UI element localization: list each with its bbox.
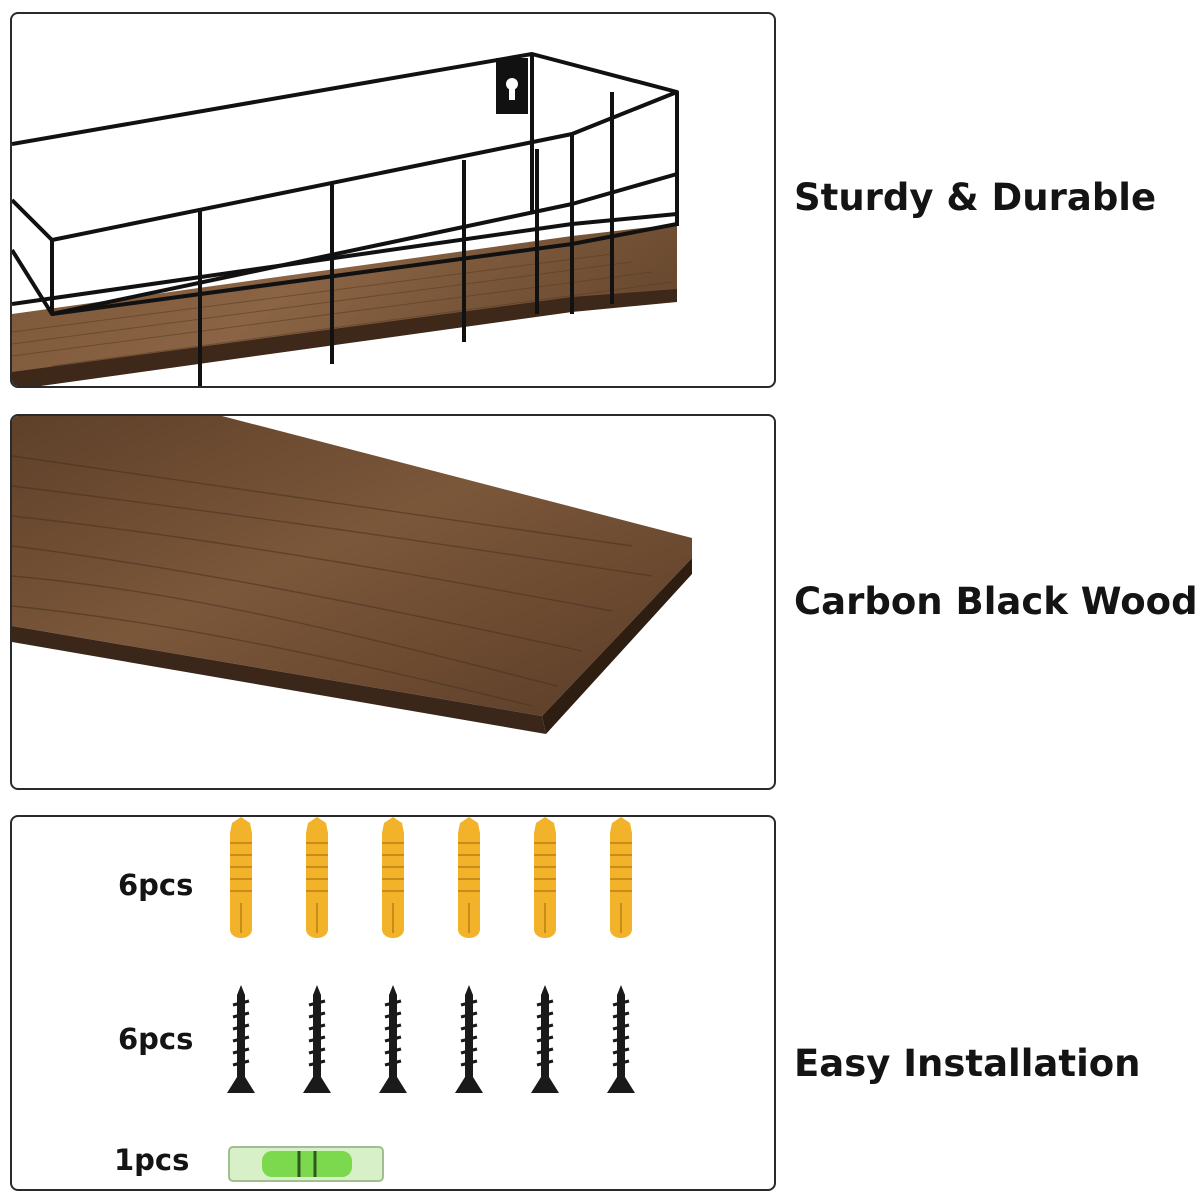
wood-board-image <box>12 416 692 734</box>
spirit-level-quantity: 1pcs <box>114 1143 190 1177</box>
panel-wood-board <box>10 414 776 790</box>
spirit-level <box>228 1146 384 1182</box>
caption-sturdy-durable: Sturdy & Durable <box>794 176 1157 219</box>
screw-quantity: 6pcs <box>118 1022 194 1056</box>
wire-basket-shelf-image <box>12 52 679 386</box>
caption-easy-installation: Easy Installation <box>794 1042 1141 1085</box>
caption-carbon-black-wood: Carbon Black Wood <box>794 580 1198 623</box>
anchor-row <box>229 817 633 939</box>
panel-basket-shelf <box>10 12 776 388</box>
panel-installation-kit <box>10 815 776 1191</box>
screw-row <box>225 983 637 1095</box>
hardware-kit-image <box>225 817 637 1182</box>
anchor-quantity: 6pcs <box>118 868 194 902</box>
